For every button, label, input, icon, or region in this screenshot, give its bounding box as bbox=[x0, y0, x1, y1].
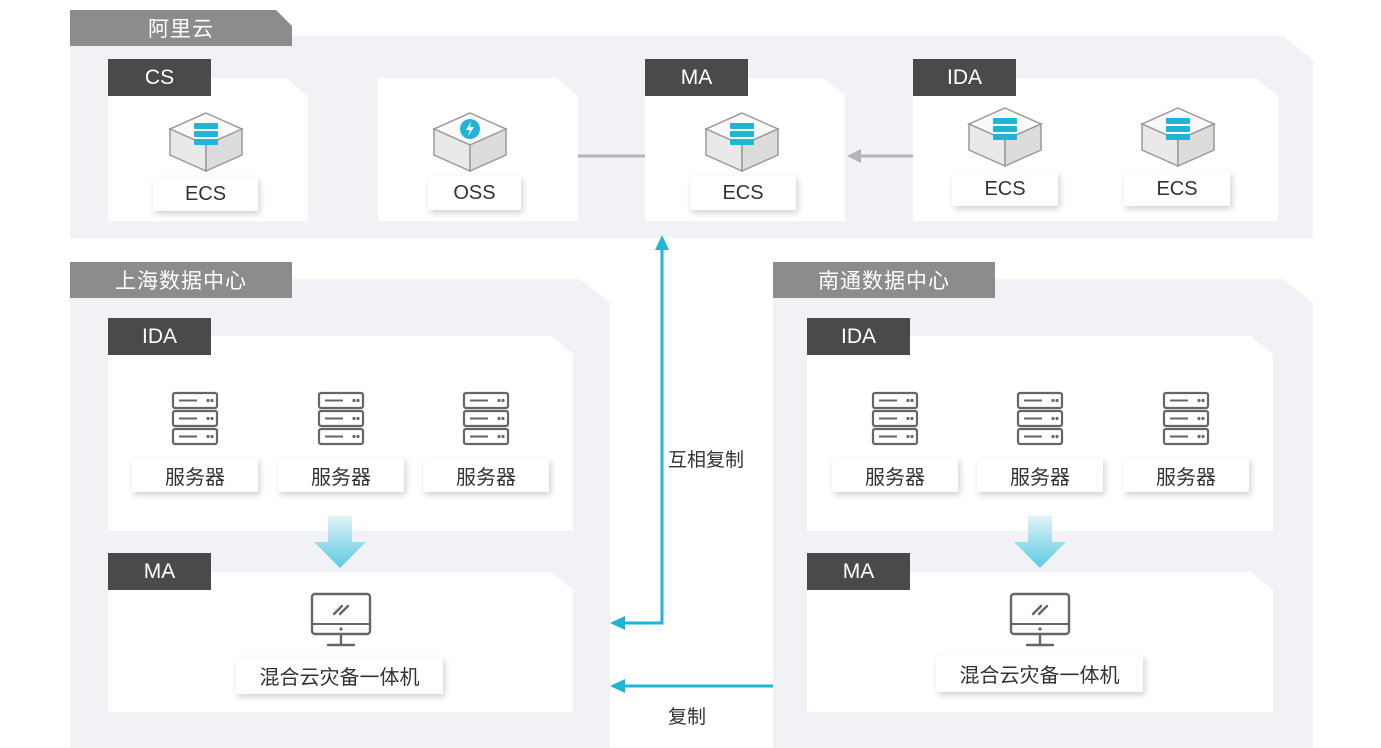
nantong-title: 南通数据中心 bbox=[773, 262, 995, 298]
replication-label: 复制 bbox=[668, 707, 707, 728]
oss-ma-connector bbox=[578, 154, 645, 158]
monitor-icon bbox=[1009, 592, 1071, 647]
shanghai-appliance-label: 混合云灾备一体机 bbox=[236, 657, 443, 694]
shanghai-ida-tab: IDA bbox=[108, 318, 211, 355]
nantong-ma-tab: MA bbox=[807, 553, 910, 590]
cs-tab: CS bbox=[108, 59, 211, 96]
aliyun-ma-ecs-label: ECS bbox=[690, 176, 796, 210]
ecs-icon bbox=[1140, 107, 1216, 168]
aliyun-title: 阿里云 bbox=[70, 10, 292, 46]
replication-arrow bbox=[610, 679, 773, 693]
oss-label: OSS bbox=[428, 176, 521, 210]
down-arrow-icon bbox=[314, 516, 366, 568]
aliyun-ida-ecs-label-2: ECS bbox=[1124, 172, 1230, 206]
aliyun-ida-tab: IDA bbox=[913, 59, 1016, 96]
shanghai-ma-tab: MA bbox=[108, 553, 211, 590]
down-arrow-icon bbox=[1014, 516, 1066, 568]
shanghai-server-label-2: 服务器 bbox=[278, 458, 404, 492]
aliyun-ida-ecs-label-1: ECS bbox=[952, 172, 1058, 206]
nantong-appliance-label: 混合云灾备一体机 bbox=[936, 655, 1143, 692]
server-icon bbox=[317, 391, 365, 446]
oss-icon bbox=[432, 112, 508, 173]
mutual-replication-arrow bbox=[610, 235, 669, 630]
shanghai-title: 上海数据中心 bbox=[70, 262, 292, 298]
ecs-icon bbox=[704, 112, 780, 173]
server-icon bbox=[171, 391, 219, 446]
shanghai-server-label-1: 服务器 bbox=[132, 458, 258, 492]
server-icon bbox=[462, 391, 510, 446]
monitor-icon bbox=[310, 592, 372, 647]
mutual-replication-label: 互相复制 bbox=[668, 450, 745, 471]
ida-to-ma-arrow bbox=[847, 149, 913, 163]
nantong-server-label-2: 服务器 bbox=[977, 458, 1103, 492]
ecs-icon bbox=[168, 112, 244, 173]
server-icon bbox=[1162, 391, 1210, 446]
shanghai-server-label-3: 服务器 bbox=[423, 458, 549, 492]
cs-ecs-label: ECS bbox=[153, 177, 258, 211]
nantong-server-label-3: 服务器 bbox=[1123, 458, 1249, 492]
nantong-server-label-1: 服务器 bbox=[832, 458, 958, 492]
server-icon bbox=[871, 391, 919, 446]
aliyun-ma-tab: MA bbox=[645, 59, 748, 96]
nantong-ida-tab: IDA bbox=[807, 318, 910, 355]
ecs-icon bbox=[967, 107, 1043, 168]
server-icon bbox=[1016, 391, 1064, 446]
